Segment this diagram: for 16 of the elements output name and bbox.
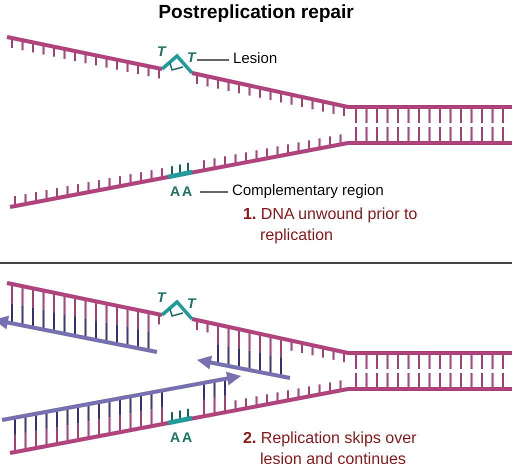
base-letter: A [170, 429, 180, 445]
base-letter: T [157, 43, 166, 59]
step-caption: 1. DNA unwound prior to replication [243, 205, 418, 246]
callout-text: Lesion [233, 50, 278, 67]
base-letter: A [182, 183, 192, 199]
leader-line [197, 59, 229, 61]
base-letter: A [182, 429, 192, 445]
step-caption: 2. Replication skips over lesion and continues [243, 429, 418, 464]
leader-line [200, 191, 228, 193]
base-letter: T [187, 295, 196, 311]
base-letter: T [157, 289, 166, 305]
complementary-region-mark [168, 162, 192, 180]
base-letter: A [170, 183, 180, 199]
base-letter: T [187, 49, 196, 65]
callout-text: Complementary region [232, 182, 384, 199]
title: Postreplication repair [157, 2, 355, 24]
